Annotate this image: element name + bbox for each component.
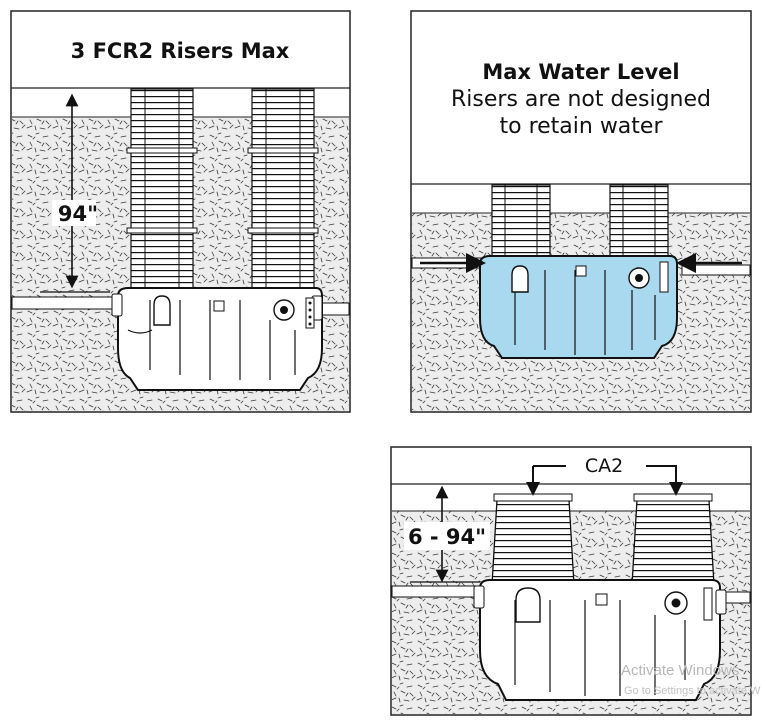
watermark-line-1: Activate Windows: [621, 662, 739, 679]
note-line-2: to retain water: [499, 114, 663, 139]
riser-label: CA2: [585, 455, 623, 477]
panel-title: 3 FCR2 Risers Max: [71, 39, 290, 63]
riser-stack-right: [247, 88, 319, 290]
corrugated-riser-left: [491, 493, 575, 586]
tank-label-strip: [305, 297, 315, 329]
septic-tank-filled: [479, 255, 678, 359]
inlet-pipe: [11, 296, 121, 310]
depth-label: 6 - 94": [408, 525, 486, 549]
os-watermark: Activate Windows Go to Settings to activ…: [621, 662, 761, 697]
septic-tank: [473, 579, 727, 701]
riser-stack-left: [491, 184, 551, 261]
ca2-pointer: [526, 465, 683, 496]
septic-tank: [111, 287, 323, 391]
depth-label: 94": [58, 202, 98, 226]
riser-stack-left: [126, 88, 198, 290]
depth-dimension: [40, 93, 110, 293]
panel-risers-max: 3 FCR2 Risers Max: [10, 10, 351, 413]
note-line-1: Risers are not designed: [451, 87, 711, 112]
panel-water-level: Max Water Level Risers are not designed …: [410, 10, 752, 413]
panel-ca2: CA2 6 - 94" Activate Windows Go to Setti…: [390, 446, 761, 716]
outlet-pipe: [681, 264, 751, 276]
corrugated-riser-right: [631, 493, 715, 586]
riser-stack-right: [609, 184, 669, 261]
depth-dimension: [404, 485, 490, 583]
panel-title: Max Water Level: [482, 60, 679, 84]
watermark-line-2: Go to Settings to activate Windows.: [624, 685, 761, 697]
inlet-pipe: [391, 585, 483, 598]
